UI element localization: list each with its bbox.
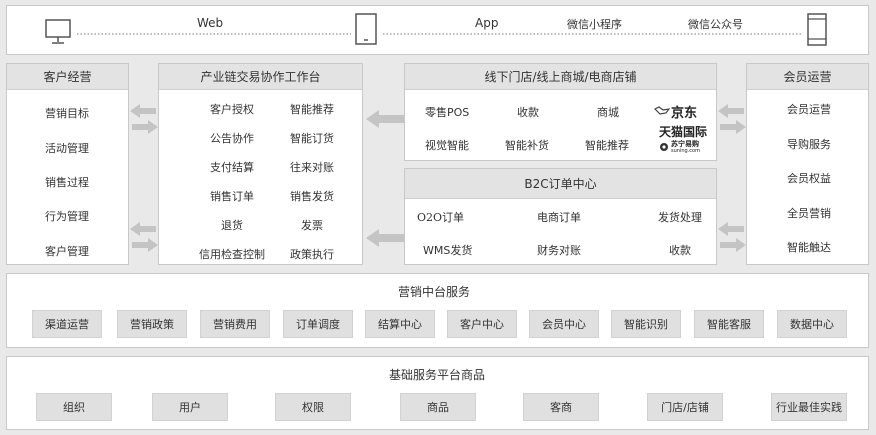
member-item: 会员权益 bbox=[787, 172, 831, 185]
foundation-chip: 权限 bbox=[275, 393, 351, 421]
jd-dog-icon bbox=[654, 106, 670, 115]
customer-item: 营销目标 bbox=[45, 107, 89, 120]
chain-item: 往来对账 bbox=[290, 161, 334, 174]
suning-url: suning.com bbox=[671, 148, 700, 154]
marketing-chip: 客户中心 bbox=[447, 310, 517, 338]
channel-bar: Web App 微信小程序 微信公众号 bbox=[6, 5, 869, 55]
channel-app: App bbox=[475, 16, 499, 30]
tablet-icon bbox=[355, 13, 377, 45]
suning-icon bbox=[660, 143, 668, 151]
b2c-item: 收款 bbox=[669, 244, 691, 257]
foundation-platform-title: 基础服务平台商品 bbox=[389, 368, 486, 382]
marketing-chip: 营销费用 bbox=[200, 310, 270, 338]
channel-web: Web bbox=[197, 16, 224, 30]
member-panel-title: 会员运营 bbox=[747, 64, 868, 90]
channel-dotted-line bbox=[77, 33, 801, 35]
member-item: 智能触达 bbox=[787, 241, 831, 254]
chain-panel-title: 产业链交易协作工作台 bbox=[159, 64, 362, 90]
marketing-platform-title: 营销中台服务 bbox=[398, 285, 471, 299]
customer-panel-title: 客户经营 bbox=[7, 64, 128, 90]
b2c-item: O2O订单 bbox=[417, 211, 465, 224]
marketing-chip: 数据中心 bbox=[777, 310, 847, 338]
marketing-chip: 订单调度 bbox=[283, 310, 353, 338]
offline-store-title: 线下门店/线上商城/电商店铺 bbox=[405, 64, 716, 90]
phone-icon bbox=[807, 13, 827, 46]
marketing-chip: 渠道运营 bbox=[32, 310, 102, 338]
store-item: 视觉智能 bbox=[425, 139, 469, 152]
foundation-chip: 客商 bbox=[523, 393, 599, 421]
chain-item: 退货 bbox=[221, 219, 243, 232]
chain-item: 销售订单 bbox=[210, 190, 254, 203]
double-arrow-icon bbox=[130, 222, 158, 252]
monitor-icon bbox=[45, 19, 71, 44]
foundation-chip: 用户 bbox=[152, 393, 228, 421]
store-item: 智能补货 bbox=[505, 139, 549, 152]
foundation-chip: 商品 bbox=[400, 393, 476, 421]
suning-logo: 苏宁易购 bbox=[671, 140, 699, 148]
member-item: 会员运营 bbox=[787, 103, 831, 116]
chain-item: 发票 bbox=[301, 219, 323, 232]
chain-item: 客户授权 bbox=[210, 103, 254, 116]
chain-item: 政策执行 bbox=[290, 248, 334, 261]
foundation-chip: 门店/店铺 bbox=[647, 393, 723, 421]
marketing-chip: 结算中心 bbox=[365, 310, 435, 338]
left-arrow-icon bbox=[366, 229, 404, 247]
member-item: 导购服务 bbox=[787, 138, 831, 151]
customer-item: 销售过程 bbox=[45, 176, 89, 189]
b2c-item: WMS发货 bbox=[423, 244, 473, 257]
double-arrow-icon bbox=[130, 104, 158, 134]
marketing-platform-panel: 营销中台服务 渠道运营 营销政策 营销费用 订单调度 结算中心 客户中心 会员中… bbox=[6, 273, 869, 348]
marketing-chip: 智能客服 bbox=[694, 310, 764, 338]
member-item: 全员营销 bbox=[787, 207, 831, 220]
marketing-chip: 智能识别 bbox=[611, 310, 681, 338]
b2c-item: 发货处理 bbox=[658, 211, 702, 224]
store-item: 收款 bbox=[517, 106, 539, 119]
offline-store-panel: 线下门店/线上商城/电商店铺 零售POS 收款 商城 视觉智能 智能补货 智能推… bbox=[404, 63, 717, 161]
foundation-chip: 组织 bbox=[36, 393, 112, 421]
foundation-platform-panel: 基础服务平台商品 组织 用户 权限 商品 客商 门店/店铺 行业最佳实践 bbox=[6, 356, 869, 430]
chain-item: 支付结算 bbox=[210, 161, 254, 174]
b2c-order-title: B2C订单中心 bbox=[405, 169, 716, 199]
b2c-order-panel: B2C订单中心 O2O订单 电商订单 发货处理 WMS发货 财务对账 收款 bbox=[404, 168, 717, 265]
marketing-chip: 营销政策 bbox=[117, 310, 187, 338]
chain-item: 公告协作 bbox=[210, 132, 254, 145]
channel-miniprogram: 微信小程序 bbox=[567, 18, 622, 31]
chain-item: 智能订货 bbox=[290, 132, 334, 145]
b2c-item: 电商订单 bbox=[537, 211, 581, 224]
store-item: 商城 bbox=[597, 106, 619, 119]
customer-item: 行为管理 bbox=[45, 210, 89, 223]
customer-item: 活动管理 bbox=[45, 142, 89, 155]
customer-item: 客户管理 bbox=[45, 245, 89, 258]
chain-item: 信用检查控制 bbox=[199, 248, 265, 261]
left-arrow-icon bbox=[366, 110, 404, 128]
foundation-chip: 行业最佳实践 bbox=[771, 393, 847, 421]
marketing-chip: 会员中心 bbox=[529, 310, 599, 338]
jd-logo: 京东 bbox=[671, 106, 698, 121]
double-arrow-icon bbox=[718, 222, 746, 252]
b2c-item: 财务对账 bbox=[537, 244, 581, 257]
chain-item: 销售发货 bbox=[290, 190, 334, 203]
chain-item: 智能推荐 bbox=[290, 103, 334, 116]
chain-panel: 产业链交易协作工作台 客户授权 公告协作 支付结算 销售订单 退货 信用检查控制… bbox=[158, 63, 363, 265]
store-item: 零售POS bbox=[425, 106, 470, 119]
tmall-global-logo: 天猫国际 bbox=[659, 125, 708, 139]
member-panel: 会员运营 会员运营 导购服务 会员权益 全员营销 智能触达 bbox=[746, 63, 869, 265]
channel-official-account: 微信公众号 bbox=[688, 18, 743, 31]
store-item: 智能推荐 bbox=[585, 139, 629, 152]
double-arrow-icon bbox=[718, 104, 746, 134]
customer-panel: 客户经营 营销目标 活动管理 销售过程 行为管理 客户管理 bbox=[6, 63, 129, 265]
